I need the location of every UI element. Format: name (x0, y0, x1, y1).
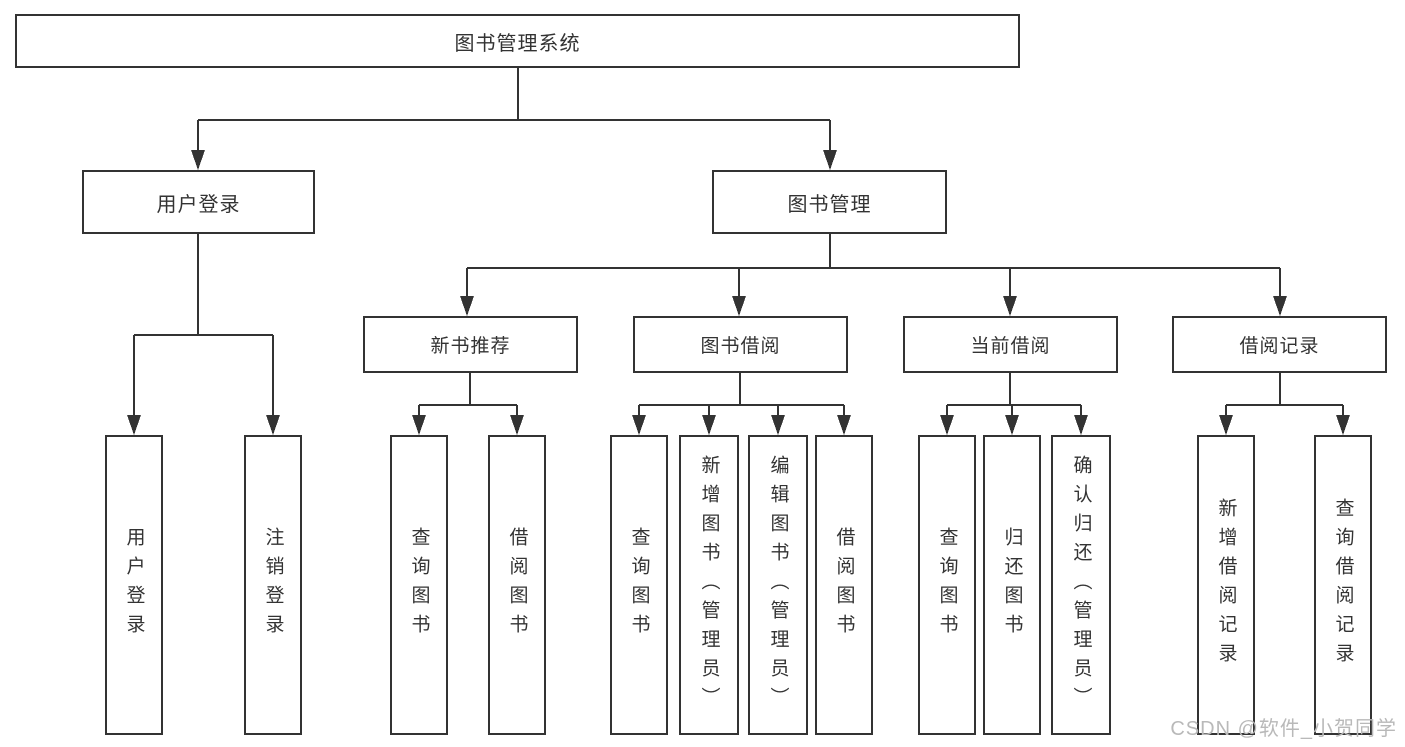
node-label: 新增图书（管理员） (698, 454, 720, 716)
arrowhead (1219, 415, 1233, 435)
arrowhead (266, 415, 280, 435)
arrowhead (837, 415, 851, 435)
node-label: 编辑图书（管理员） (767, 454, 789, 716)
node-label: 用户登录 (123, 527, 145, 643)
arrowhead (732, 296, 746, 316)
node-user-login-group: 用户登录 (82, 170, 315, 234)
node-confirm-return-admin: 确认归还（管理员） (1051, 435, 1111, 735)
node-label: 图书借阅 (700, 336, 781, 357)
node-label: 查询图书 (936, 527, 958, 643)
node-label: 当前借阅 (970, 336, 1051, 357)
node-user-login: 用户登录 (105, 435, 163, 735)
arrowhead (1074, 415, 1088, 435)
node-add-borrow-record: 新增借阅记录 (1197, 435, 1255, 735)
arrowhead (1005, 415, 1019, 435)
node-query-books-current: 查询图书 (918, 435, 976, 735)
node-borrow-books: 借阅图书 (815, 435, 873, 735)
node-label: 图书管理 (787, 193, 872, 216)
node-label: 注销登录 (262, 527, 284, 643)
arrowhead (510, 415, 524, 435)
node-edit-books-admin: 编辑图书（管理员） (748, 435, 808, 735)
node-label: 图书管理系统 (454, 32, 581, 55)
node-label: 确认归还（管理员） (1070, 454, 1092, 716)
arrowhead (412, 415, 426, 435)
arrowhead (940, 415, 954, 435)
arrowhead (702, 415, 716, 435)
node-label: 借阅图书 (833, 527, 855, 643)
arrowhead (1336, 415, 1350, 435)
node-label: 借阅记录 (1239, 336, 1320, 357)
node-query-books-borrow: 查询图书 (610, 435, 668, 735)
node-return-books: 归还图书 (983, 435, 1041, 735)
node-borrow-records: 借阅记录 (1172, 316, 1387, 373)
node-borrow-books-new: 借阅图书 (488, 435, 546, 735)
node-label: 新增借阅记录 (1215, 498, 1237, 672)
node-label: 查询图书 (408, 527, 430, 643)
node-label: 查询借阅记录 (1332, 498, 1354, 672)
node-label: 归还图书 (1001, 527, 1023, 643)
arrowhead (632, 415, 646, 435)
node-query-books-new: 查询图书 (390, 435, 448, 735)
node-add-books-admin: 新增图书（管理员） (679, 435, 739, 735)
node-new-book-recommend: 新书推荐 (363, 316, 578, 373)
node-label: 用户登录 (156, 193, 241, 216)
arrowhead (1003, 296, 1017, 316)
arrowhead (1273, 296, 1287, 316)
node-logout: 注销登录 (244, 435, 302, 735)
arrowhead (823, 150, 837, 170)
node-book-borrow: 图书借阅 (633, 316, 848, 373)
node-query-borrow-record: 查询借阅记录 (1314, 435, 1372, 735)
arrowhead (191, 150, 205, 170)
node-label: 借阅图书 (506, 527, 528, 643)
arrowhead (460, 296, 474, 316)
arrowhead (771, 415, 785, 435)
node-label: 查询图书 (628, 527, 650, 643)
arrowhead (127, 415, 141, 435)
node-root-system: 图书管理系统 (15, 14, 1020, 68)
node-label: 新书推荐 (430, 336, 511, 357)
watermark: CSDN @软件_小贺同学 (1170, 718, 1397, 740)
node-book-management: 图书管理 (712, 170, 947, 234)
node-current-borrow: 当前借阅 (903, 316, 1118, 373)
